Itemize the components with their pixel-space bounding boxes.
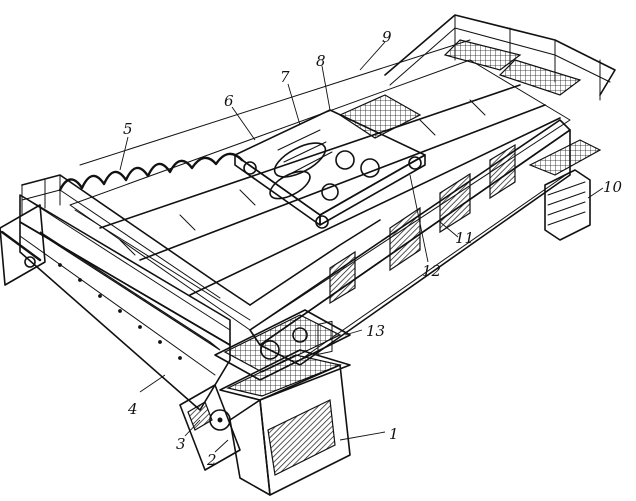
guard-railing — [21, 174, 381, 306]
deck-cross-members — [119, 99, 486, 256]
callout-10: 10 — [603, 178, 623, 196]
festoon-cable — [58, 39, 471, 192]
drive-platform — [214, 309, 351, 381]
trolley — [234, 94, 426, 229]
ladder-tower — [528, 139, 602, 241]
callout-11: 11 — [455, 229, 474, 247]
girder-rivets — [58, 263, 182, 360]
callout-4: 4 — [127, 400, 138, 418]
callout-5: 5 — [123, 120, 133, 138]
trolley-cabinet — [338, 94, 422, 139]
callout-9: 9 — [382, 28, 392, 46]
far-railing — [384, 14, 616, 101]
callout-8: 8 — [316, 52, 326, 70]
end-carriage — [179, 384, 241, 471]
callout-7: 7 — [280, 68, 290, 86]
callout-6: 6 — [224, 92, 234, 110]
left-main-girder — [0, 194, 231, 411]
bridge-deck — [69, 59, 571, 331]
operator-cab — [219, 320, 351, 496]
leader-lines — [119, 41, 604, 453]
callout-3: 3 — [176, 435, 186, 453]
callout-13: 13 — [366, 322, 385, 340]
trolley-motor — [269, 170, 339, 201]
callout-2: 2 — [206, 451, 217, 469]
callout-12: 12 — [422, 262, 441, 280]
callout-1: 1 — [389, 425, 399, 443]
hoist-drum — [273, 129, 380, 178]
